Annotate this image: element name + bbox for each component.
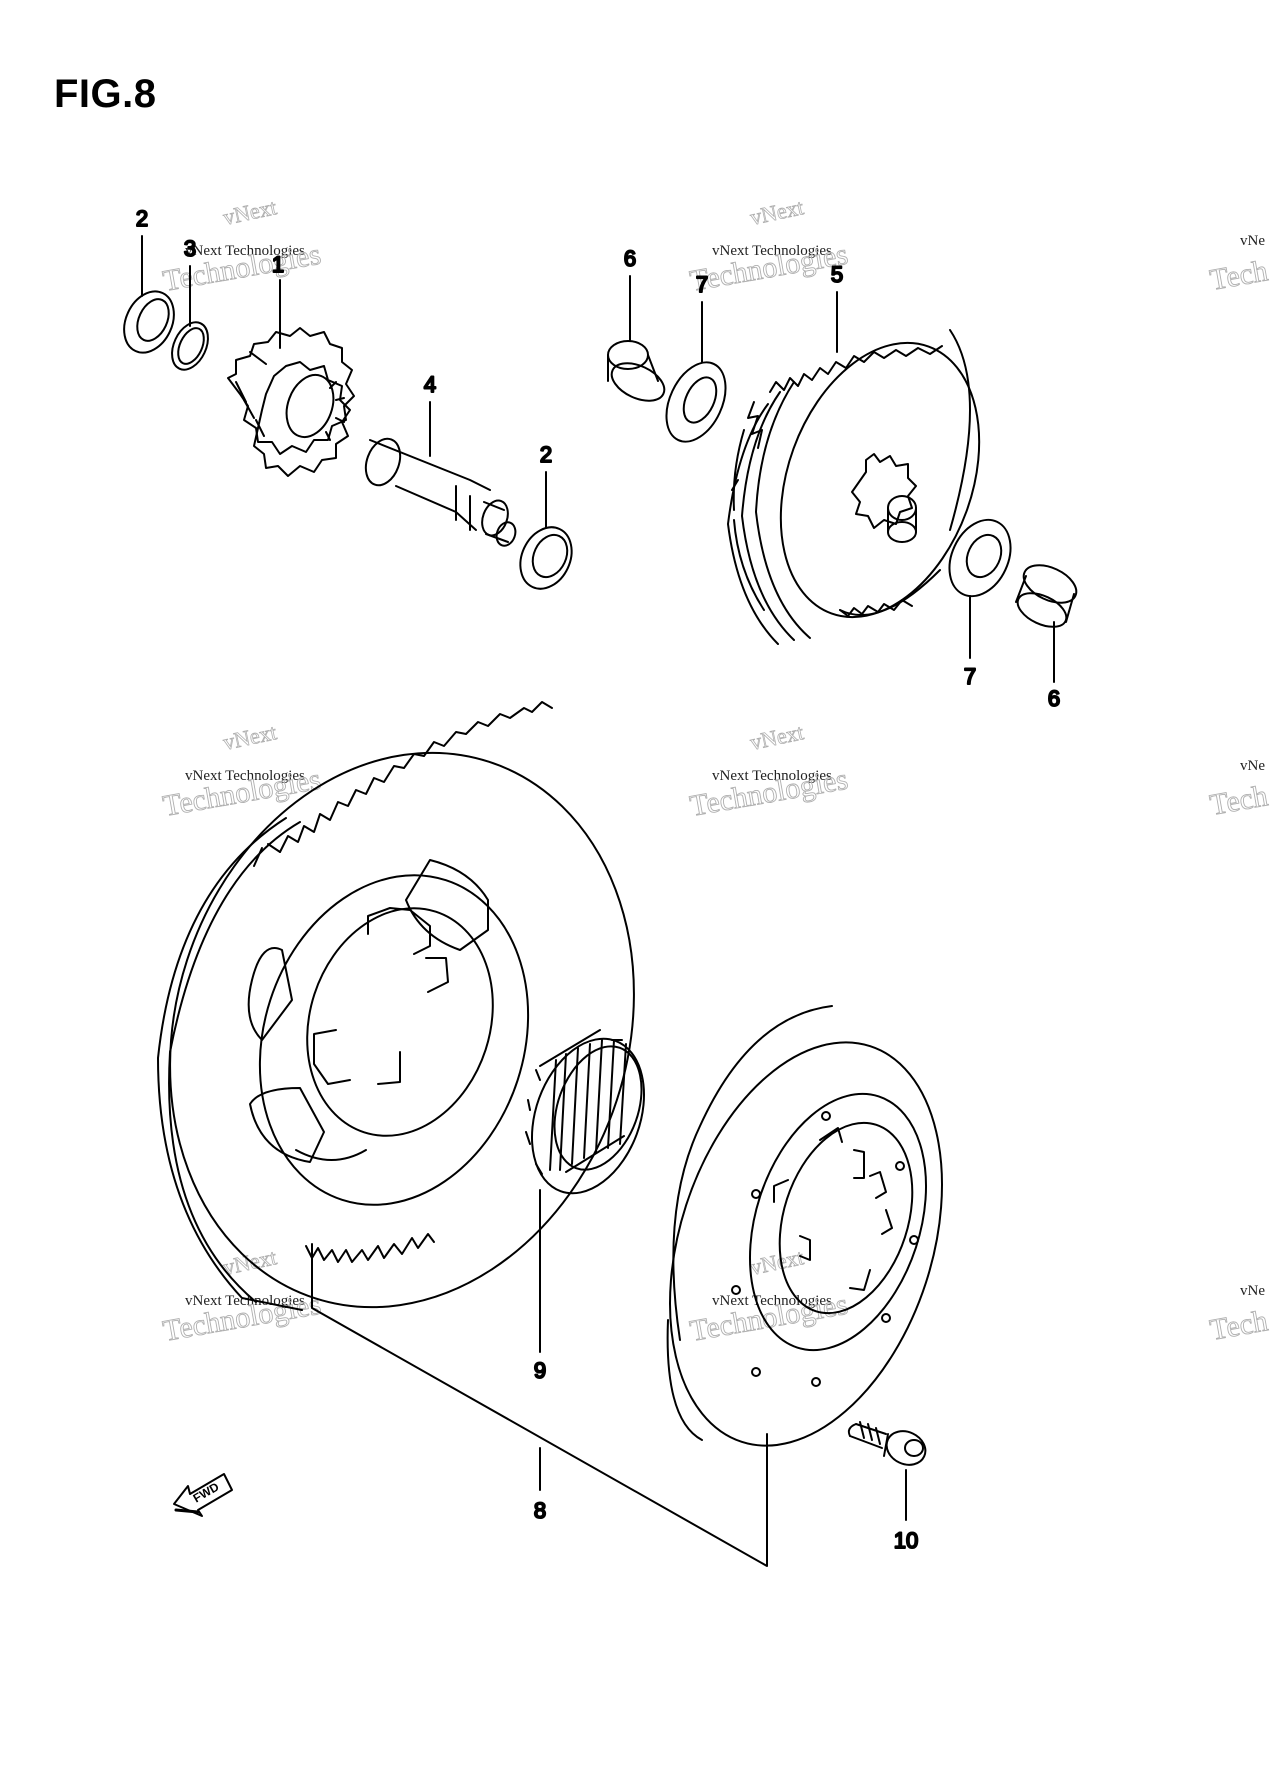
svg-text:vNext: vNext <box>748 1244 806 1280</box>
watermark-top-left: vNext vNext Technologies Technologies <box>160 194 324 298</box>
callout-6-bottom: 6 <box>1048 686 1060 711</box>
callout-2-right: 2 <box>540 442 552 467</box>
callout-7-top: 7 <box>696 272 708 297</box>
svg-text:vNe: vNe <box>1240 1283 1265 1299</box>
svg-text:vNext: vNext <box>748 194 806 230</box>
part-6-bush-bottom <box>1015 564 1078 628</box>
callout-3: 3 <box>184 236 196 261</box>
svg-text:vNext: vNext <box>221 719 279 755</box>
part-7-washer-bottom <box>948 518 1012 598</box>
part-7-washer-top <box>665 361 727 443</box>
callout-4: 4 <box>424 372 436 397</box>
svg-text:vNext: vNext <box>748 719 806 755</box>
callout-5: 5 <box>831 262 843 287</box>
part-2-washer-left <box>123 290 175 354</box>
callout-7-bottom: 7 <box>964 664 976 689</box>
part-2-washer-right <box>519 526 573 590</box>
callout-2-top: 2 <box>136 206 148 231</box>
watermark-edge-mid: vNe Tech <box>1207 758 1271 822</box>
svg-text:vNext Technologies: vNext Technologies <box>185 768 305 784</box>
callout-8: 8 <box>534 1498 546 1523</box>
part-1-double-gear <box>227 327 355 477</box>
callout-10: 10 <box>894 1528 918 1553</box>
svg-text:Tech: Tech <box>1207 1304 1270 1347</box>
svg-text:vNe: vNe <box>1240 233 1265 249</box>
callout-1: 1 <box>272 252 284 277</box>
part-9-needle-bearing <box>525 1029 646 1195</box>
watermark: vNext vNext Technologies Technologies vN… <box>160 194 1271 1348</box>
svg-text:vNext Technologies: vNext Technologies <box>185 243 305 259</box>
part-6-bush-top <box>607 340 666 402</box>
fwd-label: FWD <box>191 1479 222 1505</box>
svg-text:Tech: Tech <box>1207 779 1270 822</box>
watermark-mid-center: vNext vNext Technologies Technologies <box>687 719 851 823</box>
svg-text:vNext Technologies: vNext Technologies <box>712 1293 832 1309</box>
svg-text:vNe: vNe <box>1240 758 1265 774</box>
fwd-arrow-icon <box>173 1473 233 1517</box>
watermark-bottom-center: vNext vNext Technologies Technologies <box>687 1244 851 1348</box>
part-4-shaft <box>364 437 517 547</box>
part-3-circlip <box>171 321 209 371</box>
svg-text:Tech: Tech <box>1207 254 1270 297</box>
watermark-bottom-left: vNext vNext Technologies Technologies <box>160 1244 324 1348</box>
part-starter-clutch <box>666 1005 943 1447</box>
part-5-gear-assembly <box>727 329 981 645</box>
watermark-top-center: vNext vNext Technologies Technologies <box>687 194 851 298</box>
part-10-bolt <box>847 1421 927 1466</box>
leader-8 <box>311 1243 768 1567</box>
watermark-edge-top: vNe Tech <box>1207 233 1271 297</box>
watermark-edge-bottom: vNe Tech <box>1207 1283 1271 1347</box>
svg-text:vNext: vNext <box>221 194 279 230</box>
part-8-starter-driven-gear <box>157 701 635 1311</box>
callout-6-top: 6 <box>624 246 636 271</box>
watermark-mid-left: vNext vNext Technologies Technologies <box>160 719 324 823</box>
svg-text:vNext Technologies: vNext Technologies <box>712 243 832 259</box>
figure-title: FIG.8 <box>54 72 157 116</box>
svg-text:vNext Technologies: vNext Technologies <box>712 768 832 784</box>
callout-9: 9 <box>534 1358 546 1383</box>
